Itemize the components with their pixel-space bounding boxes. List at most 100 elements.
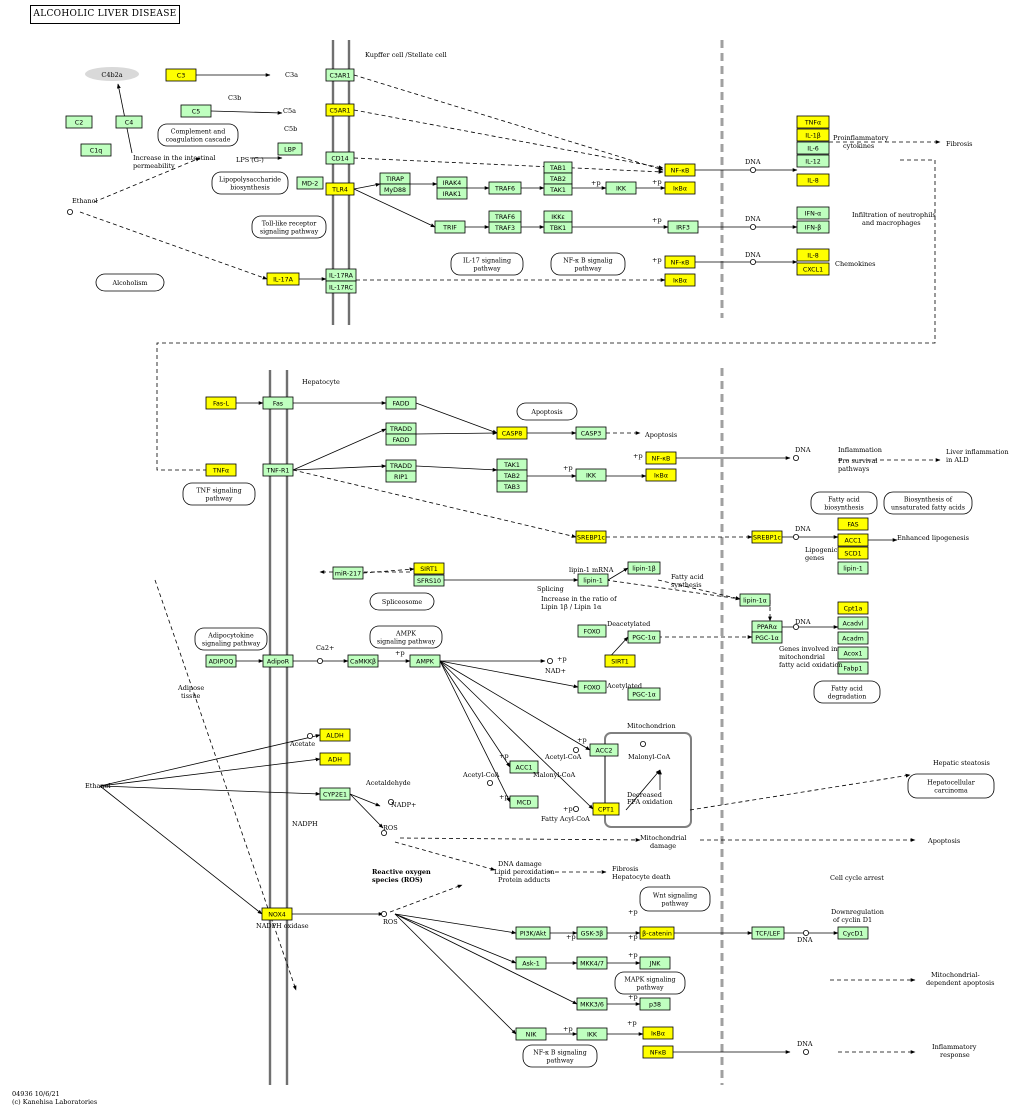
pathway-map-nfkbp2[interactable] bbox=[522, 1044, 598, 1068]
gene-box-ikba4[interactable] bbox=[642, 1026, 674, 1040]
gene-box-pgc2[interactable] bbox=[627, 687, 661, 701]
gene-box-fasl[interactable] bbox=[205, 396, 237, 410]
gene-box-cd14[interactable] bbox=[325, 151, 355, 165]
gene-box-acc2[interactable] bbox=[589, 743, 619, 757]
pathway-map-adipop[interactable] bbox=[194, 627, 268, 651]
gene-box-foxo1[interactable] bbox=[577, 624, 607, 638]
pathway-map-ampkp[interactable] bbox=[369, 625, 443, 649]
gene-box-pi3k[interactable] bbox=[515, 926, 551, 940]
gene-box-cyp2e1[interactable] bbox=[319, 787, 351, 801]
gene-box-lipin1a[interactable] bbox=[577, 573, 609, 587]
pathway-map-compl[interactable] bbox=[157, 123, 239, 147]
gene-box-casp3[interactable] bbox=[575, 426, 607, 440]
gene-box-ifnb[interactable] bbox=[796, 220, 830, 234]
gene-box-nox4[interactable] bbox=[261, 907, 293, 921]
gene-box-nfkb3[interactable] bbox=[645, 451, 677, 465]
gene-box-p38[interactable] bbox=[639, 997, 671, 1011]
gene-box-gsk3b[interactable] bbox=[576, 926, 608, 940]
gene-box-sirt1b[interactable] bbox=[604, 654, 636, 668]
gene-box-acox1[interactable] bbox=[837, 646, 869, 660]
gene-box-c2[interactable] bbox=[65, 115, 93, 129]
gene-box-traf6a[interactable] bbox=[488, 181, 522, 195]
pathway-map-nfkbp1[interactable] bbox=[550, 252, 626, 276]
gene-box-lipin1c[interactable] bbox=[837, 561, 869, 575]
gene-box-lbp[interactable] bbox=[277, 142, 303, 156]
gene-box-adh[interactable] bbox=[319, 752, 351, 766]
gene-box-ikba3[interactable] bbox=[645, 468, 677, 482]
gene-box-nfkb4[interactable] bbox=[642, 1045, 674, 1059]
pathway-map-alco[interactable] bbox=[95, 273, 165, 292]
pathway-map-tlrp[interactable] bbox=[251, 215, 327, 239]
gene-box-c3[interactable] bbox=[165, 68, 197, 82]
gene-box-tnfr1[interactable] bbox=[262, 463, 294, 477]
gene-box-md2[interactable] bbox=[296, 176, 324, 190]
gene-box-mkk36[interactable] bbox=[576, 997, 608, 1011]
gene-box-tnfa2[interactable] bbox=[205, 463, 237, 477]
gene-box-tbk1[interactable] bbox=[543, 221, 573, 234]
gene-box-ikkc[interactable] bbox=[576, 1027, 608, 1041]
gene-box-tnfa1[interactable] bbox=[796, 115, 830, 129]
gene-box-irf3[interactable] bbox=[667, 220, 699, 234]
pathway-map-il17p[interactable] bbox=[450, 252, 524, 276]
pathway-map-tnfp[interactable] bbox=[182, 482, 256, 506]
gene-box-ask1[interactable] bbox=[515, 956, 547, 970]
gene-box-fadd2[interactable] bbox=[385, 433, 417, 446]
gene-box-nfkb2[interactable] bbox=[664, 255, 696, 269]
gene-box-acadvl[interactable] bbox=[837, 616, 869, 630]
gene-box-tlr4[interactable] bbox=[325, 182, 355, 196]
gene-box-scd1[interactable] bbox=[837, 546, 869, 560]
pathway-map-lps[interactable] bbox=[211, 171, 289, 195]
gene-box-cycd1[interactable] bbox=[837, 926, 869, 940]
gene-box-ikkb[interactable] bbox=[575, 468, 607, 482]
gene-box-srebp2[interactable] bbox=[751, 530, 783, 544]
gene-box-casp8[interactable] bbox=[496, 426, 528, 440]
gene-box-il8a[interactable] bbox=[796, 173, 830, 187]
gene-box-cxcl1[interactable] bbox=[796, 262, 830, 276]
gene-box-acc1a[interactable] bbox=[837, 533, 869, 547]
gene-box-acadm[interactable] bbox=[837, 631, 869, 645]
gene-box-fabp1[interactable] bbox=[837, 661, 869, 675]
pathway-map-apop[interactable] bbox=[516, 402, 578, 421]
gene-box-lipin1b[interactable] bbox=[627, 561, 661, 575]
gene-box-aldh[interactable] bbox=[319, 728, 351, 742]
gene-box-sfrs10[interactable] bbox=[413, 574, 445, 587]
gene-box-bcat[interactable] bbox=[639, 926, 675, 940]
gene-box-tab3[interactable] bbox=[496, 480, 528, 493]
gene-box-c4[interactable] bbox=[115, 115, 143, 129]
gene-box-adipoq[interactable] bbox=[205, 654, 237, 668]
gene-box-il12[interactable] bbox=[796, 154, 830, 168]
gene-box-pgc3[interactable] bbox=[751, 631, 783, 644]
gene-box-fadd1[interactable] bbox=[385, 396, 417, 410]
gene-box-sirt1a[interactable] bbox=[413, 562, 445, 575]
gene-box-nfkb1[interactable] bbox=[664, 163, 696, 177]
gene-box-irak1[interactable] bbox=[436, 187, 468, 200]
gene-box-nik[interactable] bbox=[515, 1027, 547, 1041]
gene-box-il17rc[interactable] bbox=[325, 280, 357, 294]
gene-box-pgc1[interactable] bbox=[627, 630, 661, 644]
gene-box-mcd[interactable] bbox=[509, 795, 539, 809]
gene-box-adipor[interactable] bbox=[262, 654, 294, 668]
gene-box-c5[interactable] bbox=[180, 104, 212, 118]
pathway-map-mapk[interactable] bbox=[614, 971, 686, 995]
gene-box-c1q[interactable] bbox=[80, 143, 112, 157]
gene-box-c3ar1[interactable] bbox=[325, 68, 355, 82]
gene-box-acc1b[interactable] bbox=[509, 760, 539, 774]
gene-box-rip1[interactable] bbox=[385, 470, 417, 483]
gene-box-lipin1alpha[interactable] bbox=[739, 593, 771, 607]
gene-box-il17a[interactable] bbox=[266, 272, 300, 286]
gene-box-srebp1[interactable] bbox=[575, 530, 607, 544]
gene-box-il8b[interactable] bbox=[796, 248, 830, 262]
gene-box-myd88[interactable] bbox=[379, 183, 411, 196]
gene-box-ikka[interactable] bbox=[605, 181, 637, 195]
gene-box-trif[interactable] bbox=[434, 220, 466, 234]
gene-box-tak1a[interactable] bbox=[543, 183, 573, 196]
gene-box-ikba1[interactable] bbox=[664, 181, 696, 195]
gene-box-camkk[interactable] bbox=[347, 654, 379, 668]
gene-box-cpt1[interactable] bbox=[592, 802, 620, 816]
gene-box-ikba2[interactable] bbox=[664, 273, 696, 287]
pathway-map-fadeg[interactable] bbox=[813, 680, 881, 704]
gene-box-traf3[interactable] bbox=[488, 221, 522, 234]
gene-box-ampk[interactable] bbox=[409, 654, 441, 668]
gene-box-ifna[interactable] bbox=[796, 206, 830, 220]
gene-box-tcflef[interactable] bbox=[751, 926, 785, 940]
